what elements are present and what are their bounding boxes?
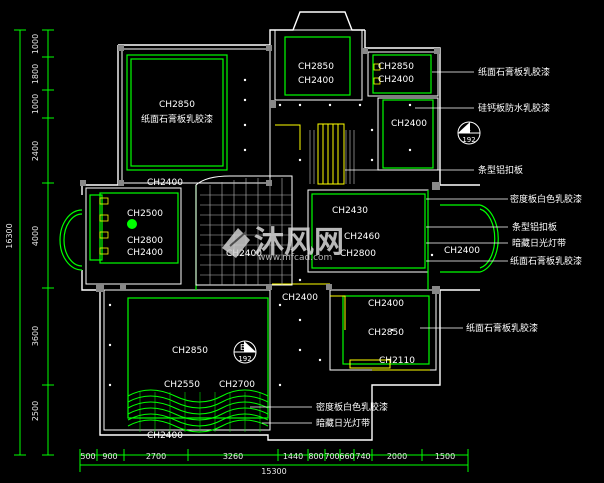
note-5: 条型铝扣板 xyxy=(512,221,557,233)
door-details xyxy=(272,123,430,371)
label-lr-ch1: CH2400 xyxy=(368,299,404,309)
dim-left-6: 3600 xyxy=(31,326,40,346)
left-room-fixtures xyxy=(99,63,381,255)
material-annotations: 纸面石膏板乳胶漆 硅钙板防水乳胶漆 条型铝扣板 密度板白色乳胶漆 条型铝扣板 暗… xyxy=(316,66,582,429)
ceiling-outlines xyxy=(99,36,434,419)
dim-left-7: 2500 xyxy=(31,401,40,421)
label-bed-ch2: CH2550 xyxy=(164,380,200,390)
label-mid-ch3: CH2800 xyxy=(340,249,376,259)
bottom-dimension-labels: 500 900 2700 3260 1440 800 700 660 740 2… xyxy=(80,452,455,476)
section-mark-a: A 192 xyxy=(457,121,481,145)
note-7: 纸面石膏板乳胶漆 xyxy=(510,255,582,267)
stair-hatch xyxy=(195,175,293,286)
note-1: 纸面石膏板乳胶漆 xyxy=(478,66,550,78)
dim-left-2: 1800 xyxy=(31,64,40,84)
label-left-ch1: CH2500 xyxy=(127,209,163,219)
dim-bottom-9: 740 xyxy=(355,452,370,461)
label-bed-ch: CH2850 xyxy=(172,346,208,356)
label-master-finish: 纸面石膏板乳胶漆 xyxy=(141,113,213,125)
note-10: 暗藏日光灯带 xyxy=(316,417,370,429)
dim-bottom-6: 800 xyxy=(308,452,323,461)
note-6: 暗藏日光灯带 xyxy=(512,237,566,249)
ceiling-light-dots xyxy=(108,78,434,387)
note-8: 纸面石膏板乳胶漆 xyxy=(466,322,538,334)
ceiling-lamp-icon xyxy=(127,219,137,229)
dim-bottom-2: 900 xyxy=(102,452,117,461)
dim-left-4: 2400 xyxy=(31,141,40,161)
leader-lines xyxy=(250,71,508,424)
watermark-url: www.mfcad.com xyxy=(258,253,332,263)
note-4: 密度板白色乳胶漆 xyxy=(510,193,582,205)
note-3: 条型铝扣板 xyxy=(478,164,523,176)
dim-bottom-8: 660 xyxy=(339,452,354,461)
label-mid-ch1: CH2430 xyxy=(332,206,368,216)
room-labels: CH2850 纸面石膏板乳胶漆 CH2850 CH2400 CH2850 CH2… xyxy=(127,62,480,441)
dim-bottom-4: 3260 xyxy=(223,452,243,461)
label-master-ch: CH2850 xyxy=(159,100,195,110)
left-bay-window xyxy=(59,194,103,271)
label-center-ch: CH2400 xyxy=(226,249,262,259)
label-mid-ch2: CH2460 xyxy=(344,232,380,242)
label-r1-ch1: CH2850 xyxy=(378,62,414,72)
dim-bottom-total: 15300 xyxy=(261,467,286,476)
dim-bottom-3: 2700 xyxy=(146,452,166,461)
dim-left-total: 16300 xyxy=(5,223,14,248)
strip-ceiling-hatch xyxy=(309,130,355,184)
label-left-band: CH2400 xyxy=(147,178,183,188)
bottom-dimension-chain xyxy=(79,449,469,472)
column-blocks xyxy=(80,45,440,294)
dim-bottom-11: 1500 xyxy=(435,452,455,461)
right-bay-window xyxy=(440,204,499,273)
label-top-ch1: CH2850 xyxy=(298,62,334,72)
note-2: 硅钙板防水乳胶漆 xyxy=(478,102,550,114)
note-9: 密度板白色乳胶漆 xyxy=(316,401,388,413)
dim-bottom-5: 1440 xyxy=(283,452,303,461)
label-bed-bottom: CH2400 xyxy=(147,431,183,441)
label-bed-ch3: CH2700 xyxy=(219,380,255,390)
label-low-center: CH2400 xyxy=(282,293,318,303)
watermark-brand: 沐风网 xyxy=(254,225,344,260)
wave-hatch-lines xyxy=(139,392,261,432)
dim-left-1: 1000 xyxy=(31,34,40,54)
section-a-letter: A xyxy=(465,124,471,133)
section-b-letter: B xyxy=(240,343,246,352)
label-top-ch2: CH2400 xyxy=(298,76,334,86)
label-right-ch: CH2400 xyxy=(444,246,480,256)
left-dimension-chain xyxy=(14,29,54,456)
label-left-ch3: CH2400 xyxy=(127,248,163,258)
section-a-ref: 192 xyxy=(462,136,475,144)
section-b-ref: 192 xyxy=(238,355,251,363)
dim-left-5: 4000 xyxy=(31,226,40,246)
dim-left-3: 1000 xyxy=(31,94,40,114)
left-dimension-labels: 1000 1800 1000 2400 4000 3600 2500 16300 xyxy=(5,34,40,421)
label-lr-ch2: CH2850 xyxy=(368,328,404,338)
label-r1-ch2: CH2400 xyxy=(378,75,414,85)
label-r2-ch: CH2400 xyxy=(391,119,427,129)
label-left-ch2: CH2800 xyxy=(127,236,163,246)
section-mark-b: B 192 xyxy=(233,340,257,364)
dim-bottom-1: 500 xyxy=(80,452,95,461)
dim-bottom-7: 700 xyxy=(324,452,339,461)
wave-ceiling xyxy=(127,389,269,433)
dim-bottom-10: 2000 xyxy=(387,452,407,461)
watermark: 沐风网 www.mfcad.com xyxy=(222,225,344,263)
label-lr-ch3: CH2110 xyxy=(379,356,415,366)
